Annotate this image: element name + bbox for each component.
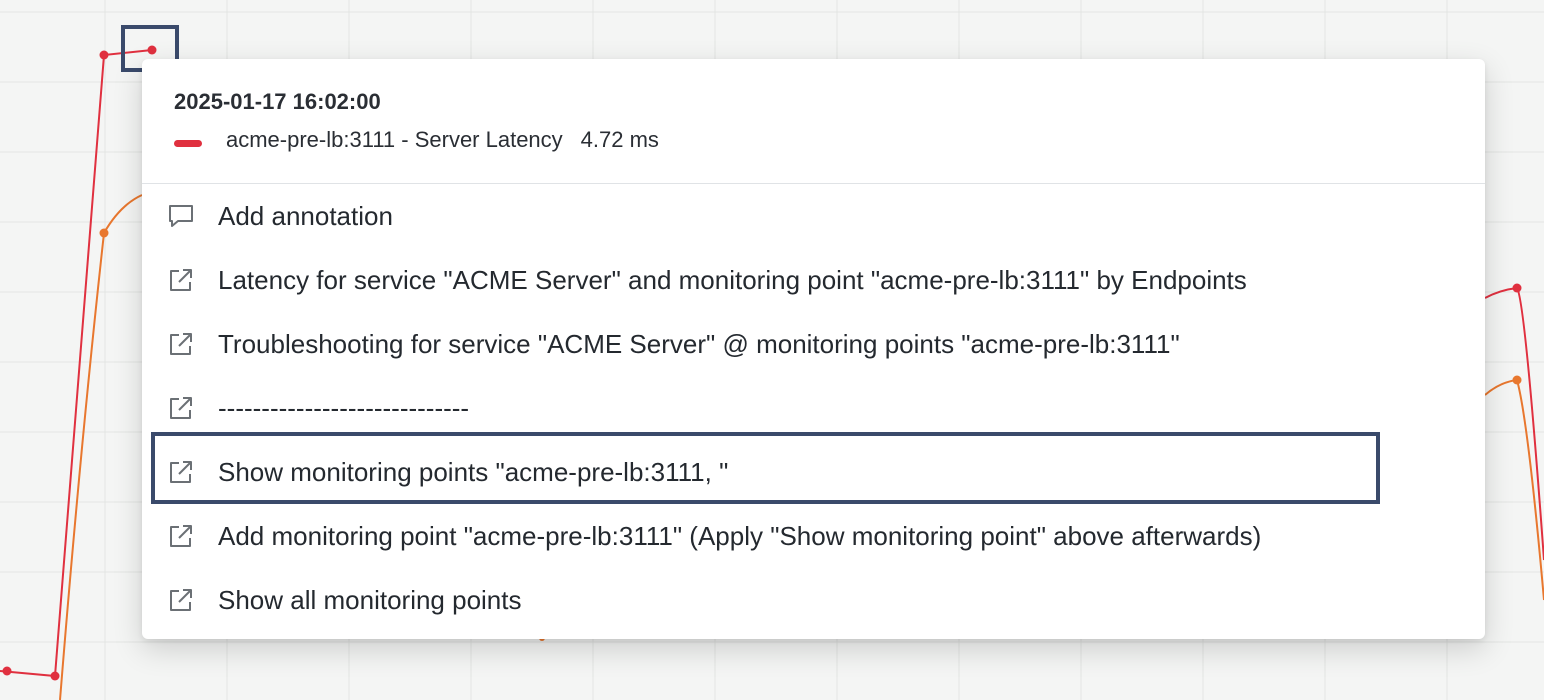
menu-item-show-monitoring-points[interactable]: Show monitoring points "acme-pre-lb:3111… [166,446,728,498]
tooltip-header: 2025-01-17 16:02:00 acme-pre-lb:3111 - S… [142,59,1485,184]
menu-item-label: ----------------------------- [218,392,470,423]
menu-item-label: Add monitoring point "acme-pre-lb:3111" … [218,520,1262,551]
secondary-data-point[interactable] [1512,375,1522,385]
external-link-icon [166,457,196,487]
menu-item-latency-by-endpoints[interactable]: Latency for service "ACME Server" and mo… [166,254,1247,306]
menu-item-troubleshooting[interactable]: Troubleshooting for service "ACME Server… [166,318,1180,370]
menu-item-label: Add annotation [218,200,393,231]
series-color-swatch [174,139,202,147]
latency-data-point[interactable] [2,666,12,676]
menu-item-show-all-monitoring-points[interactable]: Show all monitoring points [166,574,522,626]
latency-series-line [0,49,153,678]
external-link-icon [166,521,196,551]
tooltip-series-value: 4.72 ms [580,127,659,152]
menu-item-label: Troubleshooting for service "ACME Server… [218,328,1180,359]
secondary-series-line [59,194,143,700]
tooltip-series-name: acme-pre-lb:3111 - Server Latency [226,127,563,152]
external-link-icon [166,265,196,295]
menu-item-add-monitoring-point[interactable]: Add monitoring point "acme-pre-lb:3111" … [166,510,1261,562]
secondary-series-line-right [1484,378,1544,601]
menu-item-label: Show all monitoring points [218,584,522,615]
external-link-icon [166,329,196,359]
latency-data-point[interactable] [99,50,109,60]
tooltip-series-row: acme-pre-lb:3111 - Server Latency 4.72 m… [174,127,659,153]
tooltip-timestamp: 2025-01-17 16:02:00 [174,89,381,114]
menu-item-add-annotation[interactable]: Add annotation [166,190,393,242]
menu-item-label: Latency for service "ACME Server" and mo… [218,264,1247,295]
menu-item-separator-link[interactable]: ----------------------------- [166,382,469,434]
latency-data-point[interactable] [50,671,60,681]
external-link-icon [166,393,196,423]
menu-item-label: Show monitoring points "acme-pre-lb:3111… [218,456,729,487]
comment-icon [166,201,196,231]
latency-series-line-right [1484,286,1544,561]
secondary-data-point[interactable] [99,228,109,238]
latency-data-point-hovered[interactable] [147,45,157,55]
latency-data-point[interactable] [1512,283,1522,293]
chart-context-menu: 2025-01-17 16:02:00 acme-pre-lb:3111 - S… [142,59,1485,639]
external-link-icon [166,585,196,615]
